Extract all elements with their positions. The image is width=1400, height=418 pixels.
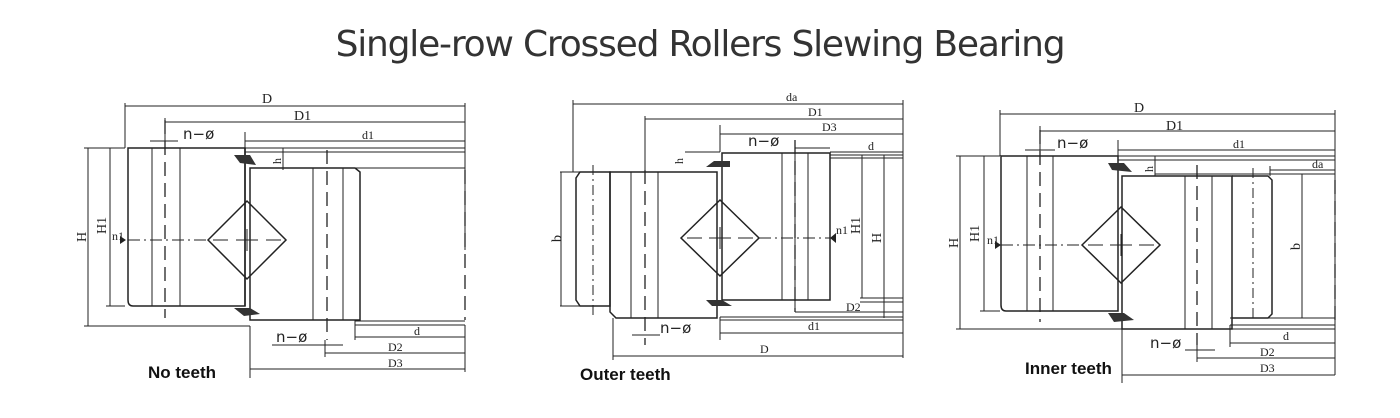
- outer-ring-section: [127, 147, 246, 307]
- label-n-phi-top: n−ø: [1057, 134, 1088, 152]
- caption-no-teeth: No teeth: [148, 363, 216, 382]
- n1-marker-icon: [995, 241, 1001, 249]
- label-h: h: [672, 158, 686, 164]
- label-n-phi-top: n−ø: [748, 132, 779, 150]
- label-H: H: [75, 232, 90, 242]
- caption-outer-teeth: Outer teeth: [580, 365, 671, 384]
- label-d: d: [414, 324, 420, 338]
- inner-bolt-hole: [312, 167, 344, 321]
- roller-cavity: [206, 199, 288, 281]
- label-D2: D2: [388, 340, 403, 354]
- label-da: da: [786, 90, 798, 104]
- seal-bottom: [706, 300, 732, 306]
- seal-top: [1108, 163, 1132, 172]
- seal-top: [234, 155, 256, 165]
- label-D: D: [1134, 101, 1144, 116]
- inner-bolt-hole: [1184, 175, 1213, 330]
- label-d1: d1: [808, 319, 820, 333]
- caption-inner-teeth: Inner teeth: [1025, 359, 1112, 378]
- seal-top: [706, 161, 730, 167]
- label-D3: D3: [1260, 361, 1275, 375]
- dimension-lines: [84, 103, 466, 378]
- label-b: b: [1289, 243, 1304, 250]
- roller-cavity: [1080, 205, 1162, 285]
- label-d: d: [1283, 329, 1289, 343]
- seal-bottom: [234, 308, 260, 316]
- diagram-inner-teeth: D D1 d1 n−ø h da H H1 n1 b d D2 D3 n−ø I…: [947, 101, 1336, 383]
- label-n-phi-bottom: n−ø: [660, 319, 691, 337]
- label-H1: H1: [95, 217, 110, 234]
- n1-marker-icon: [120, 236, 126, 244]
- label-da: da: [1312, 157, 1324, 171]
- label-D3: D3: [822, 120, 837, 134]
- label-n1: n1: [987, 233, 999, 247]
- label-d: d: [868, 139, 874, 153]
- label-n-phi-top: n−ø: [183, 125, 214, 143]
- label-h: h: [1142, 166, 1156, 172]
- label-H: H: [947, 238, 962, 248]
- inner-ring-section: [721, 152, 831, 301]
- label-D1: D1: [1166, 119, 1183, 134]
- label-H1: H1: [849, 217, 864, 234]
- inner-ring-section: [1121, 175, 1233, 330]
- label-D: D: [760, 342, 769, 356]
- label-D: D: [262, 92, 272, 107]
- gear-teeth-outline: [1232, 175, 1273, 319]
- seal-bottom: [1108, 313, 1134, 322]
- page-title: Single-row Crossed Rollers Slewing Beari…: [335, 24, 1066, 65]
- label-D2: D2: [846, 300, 861, 314]
- label-D1: D1: [808, 105, 823, 119]
- outer-ring-section: [1000, 155, 1119, 312]
- label-h: h: [270, 158, 284, 164]
- label-n1: n1: [836, 223, 848, 237]
- label-D3: D3: [388, 356, 403, 370]
- label-D1: D1: [294, 109, 311, 124]
- label-n-phi-bottom: n−ø: [276, 328, 307, 346]
- label-n-phi-bottom: n−ø: [1150, 334, 1181, 352]
- outer-bolt-hole: [151, 147, 181, 307]
- n1-marker-icon: [830, 233, 836, 243]
- outer-ring-section: [609, 171, 718, 319]
- label-D2: D2: [1260, 345, 1275, 359]
- label-H1: H1: [968, 225, 983, 242]
- label-d1: d1: [362, 128, 374, 142]
- label-n1: n1: [112, 229, 124, 243]
- label-H: H: [870, 233, 885, 243]
- label-d1: d1: [1233, 137, 1245, 151]
- dimension-lines: [956, 110, 1336, 383]
- diagram-no-teeth: D D1 d1 n−ø h H H1 n1 n−ø d D2 D3 No tee…: [75, 92, 466, 382]
- diagram-outer-teeth: da D1 D3 n−ø d h b n1 H1 H D2 d1 n−ø D O…: [550, 90, 904, 384]
- label-b: b: [550, 235, 565, 242]
